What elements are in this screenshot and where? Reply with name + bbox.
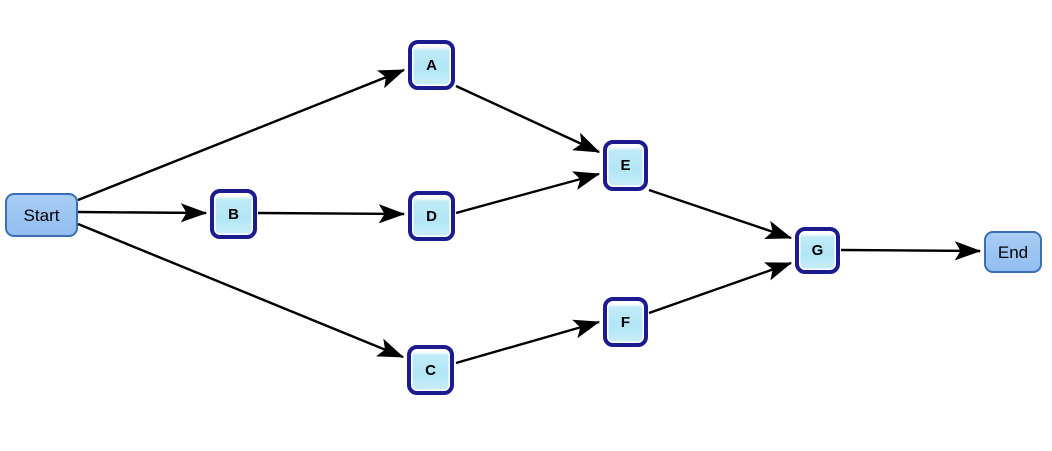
edge-g-end: [840, 241, 982, 261]
edge-c-f: [455, 319, 601, 365]
node-e[interactable]: E: [603, 140, 648, 191]
node-start-label: Start: [23, 205, 60, 225]
node-d[interactable]: D: [408, 191, 455, 241]
node-e-label: E: [620, 157, 631, 174]
node-end-label: End: [997, 242, 1029, 262]
edge-e-g: [648, 188, 793, 240]
node-g-label: G: [811, 242, 824, 259]
node-d-label: D: [426, 207, 437, 225]
edge-f-g: [648, 261, 793, 315]
node-start[interactable]: Start: [5, 193, 78, 237]
node-b-label: B: [228, 205, 239, 223]
edge-b-d: [257, 204, 406, 224]
node-a-label: A: [426, 56, 437, 74]
node-a[interactable]: A: [408, 40, 455, 90]
edge-start-a: [77, 68, 406, 202]
node-f-label: F: [620, 313, 631, 331]
edge-start-b: [77, 203, 208, 223]
edge-start-c: [77, 222, 405, 359]
node-f[interactable]: F: [603, 297, 648, 347]
edge-d-e: [455, 171, 601, 215]
edges-group: [77, 68, 982, 365]
node-end[interactable]: End: [984, 231, 1042, 273]
node-c-label: C: [425, 361, 436, 379]
node-c[interactable]: C: [407, 345, 454, 395]
node-b[interactable]: B: [210, 189, 257, 239]
edge-a-e: [455, 84, 601, 154]
node-g[interactable]: G: [795, 227, 840, 274]
